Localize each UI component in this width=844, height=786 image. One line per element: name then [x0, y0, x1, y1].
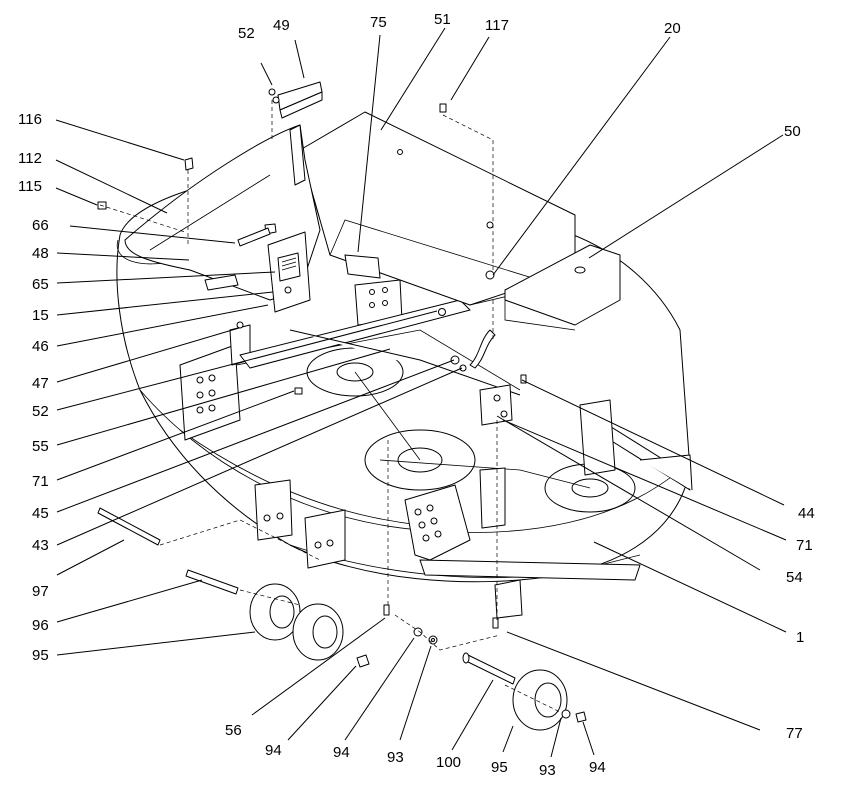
callout-45: 45 — [32, 505, 49, 522]
hardware — [97, 88, 587, 723]
callout-95-left: 95 — [32, 647, 49, 664]
callout-97: 97 — [32, 583, 49, 600]
roller-brackets — [254, 384, 523, 619]
callout-71-left: 71 — [32, 473, 49, 490]
callout-71-right: 71 — [796, 537, 813, 554]
callout-117: 117 — [485, 17, 509, 34]
bracket-49 — [272, 81, 323, 119]
callout-75: 75 — [370, 14, 387, 31]
callout-47: 47 — [32, 375, 49, 392]
callout-labels: 52 49 75 51 117 20 50 116 112 115 66 48 … — [18, 11, 815, 779]
callout-46: 46 — [32, 338, 49, 355]
callout-52-left: 52 — [32, 403, 49, 420]
left-frame — [179, 279, 521, 441]
callout-52-top: 52 — [238, 25, 255, 42]
callout-94-c: 94 — [589, 759, 606, 776]
axles — [97, 507, 516, 685]
callout-94-b: 94 — [333, 744, 350, 761]
front-rollers — [249, 583, 568, 731]
callout-50: 50 — [784, 123, 801, 140]
belt-cover-rear — [504, 244, 621, 331]
callout-116: 116 — [18, 111, 42, 128]
callout-48: 48 — [32, 245, 49, 262]
assembly-lines — [99, 100, 561, 713]
callout-20: 20 — [664, 20, 681, 37]
callout-77: 77 — [786, 725, 803, 742]
callout-115: 115 — [18, 178, 42, 195]
callout-1: 1 — [796, 629, 804, 646]
callout-112: 112 — [18, 150, 42, 167]
callout-93-b: 93 — [539, 762, 556, 779]
callout-15: 15 — [32, 307, 49, 324]
callout-100: 100 — [436, 754, 461, 771]
callout-54: 54 — [786, 569, 803, 586]
callout-49: 49 — [273, 17, 290, 34]
callout-44: 44 — [798, 505, 815, 522]
callout-56: 56 — [225, 722, 242, 739]
callout-65: 65 — [32, 276, 49, 293]
callout-66: 66 — [32, 217, 49, 234]
switch-bracket — [204, 223, 311, 313]
leader-lines — [55, 27, 787, 758]
callout-93-a: 93 — [387, 749, 404, 766]
callout-43: 43 — [32, 537, 49, 554]
callout-55: 55 — [32, 438, 49, 455]
callout-95-right: 95 — [491, 759, 508, 776]
callout-94-a: 94 — [265, 742, 282, 759]
callout-96: 96 — [32, 617, 49, 634]
callout-51: 51 — [434, 11, 451, 28]
